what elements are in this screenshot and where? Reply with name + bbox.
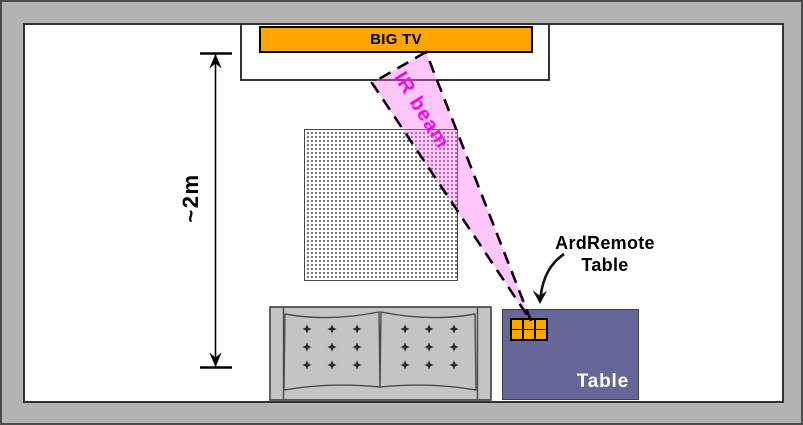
remote-button	[523, 320, 535, 329]
couch	[269, 306, 492, 401]
ardremote-callout-line1: ArdRemote	[555, 233, 655, 253]
ardremote-callout-line2: Table	[581, 255, 629, 275]
table-label: Table	[576, 371, 629, 392]
remote-button	[535, 330, 546, 339]
big-tv: BIG TV	[259, 26, 533, 53]
ardremote-callout: ArdRemote Table	[542, 232, 668, 276]
table: Table	[502, 309, 639, 400]
tv-label: BIG TV	[370, 31, 422, 48]
remote-button	[512, 330, 523, 339]
dimension-label: ~2m	[178, 173, 203, 223]
couch-right-cushion	[379, 311, 477, 391]
remote-button	[523, 330, 535, 339]
remote-button	[512, 320, 523, 329]
ardremote-device	[510, 318, 548, 341]
remote-button	[535, 320, 546, 329]
